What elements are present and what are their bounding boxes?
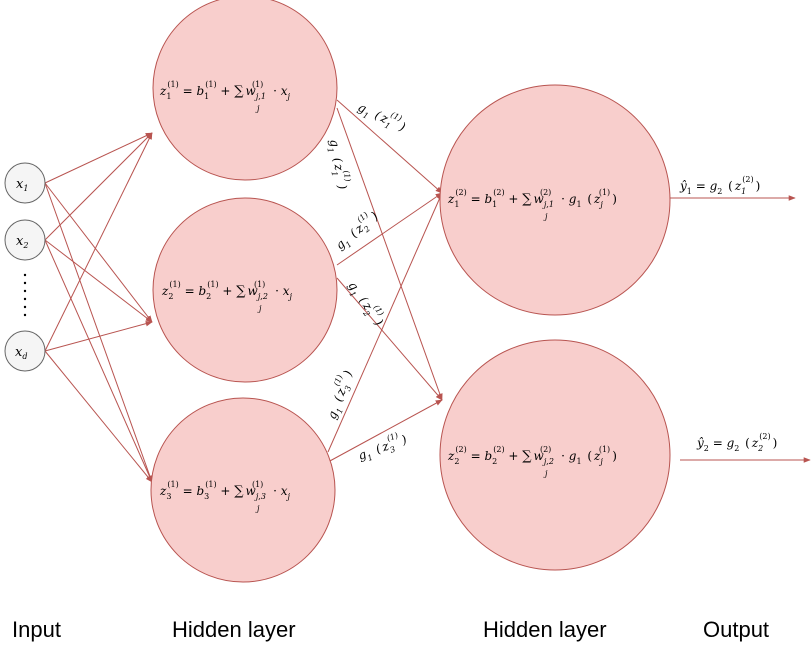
- edge-hidden1-hidden2: [336, 99, 443, 194]
- input-node-d[interactable]: [4, 330, 46, 372]
- edge-input-hidden1: [44, 182, 153, 323]
- edges: [44, 99, 811, 483]
- caption-output: Output: [703, 617, 769, 642]
- edge-input-hidden1: [44, 132, 153, 184]
- sum-index-j: j: [543, 469, 548, 478]
- sum-index-j: j: [255, 504, 260, 513]
- hidden1-node-1[interactable]: [152, 0, 338, 181]
- hidden2-equations: z1(2) = b1(2) + ∑wj,1(2) · g1 (zj(1)) j z2…: [447, 188, 617, 478]
- input-node-1[interactable]: [4, 162, 46, 204]
- edge-label-g1z2-a: g1 (z2(1)): [330, 206, 383, 255]
- hidden1-equation-1: z1(1) = b1(1) + ∑wj,1(1) · xj: [159, 80, 291, 101]
- ellipsis-dots: [23, 273, 27, 317]
- sum-index-j: j: [255, 104, 260, 113]
- sum-index-j: j: [543, 212, 548, 221]
- edge-input-hidden1: [44, 182, 153, 483]
- hidden1-equation-3: z3(1) = b3(1) + ∑wj,3(1) · xj: [159, 480, 291, 501]
- caption-hidden-2: Hidden layer: [483, 617, 607, 642]
- hidden1-equation-2: z2(1) = b2(1) + ∑wj,2(1) · xj: [161, 280, 293, 301]
- caption-hidden-1: Hidden layer: [172, 617, 296, 642]
- hidden-layer-2: [439, 84, 671, 571]
- hidden2-equation-2: z2(2) = b2(2) + ∑wj,2(2) · g1 (zj(1)): [447, 445, 617, 466]
- edge-labels: g1 (z1(1))g1 (z1(1)) g1 (z2(1)) g1 (z2(1))…: [321, 96, 410, 465]
- input-label-d: xd: [15, 345, 27, 361]
- edge-label-g1z2-b: g1 (z2(1)): [343, 276, 389, 330]
- edge-label-g1z1-b: g1 (z1(1)): [324, 137, 354, 191]
- edge-input-hidden1: [44, 239, 153, 323]
- edge-hidden1-hidden2: [327, 399, 443, 463]
- input-layer: x1 x2 xd: [4, 162, 46, 372]
- edge-input-hidden1: [44, 350, 153, 483]
- input-label-1: x1: [16, 177, 28, 193]
- hidden1-equations: z1(1) = b1(1) + ∑wj,1(1) · xj j z2(1) = b2…: [159, 80, 293, 513]
- input-label-2: x2: [16, 234, 28, 250]
- edge-label-g1z3-a: g1 (z3(1)): [321, 367, 358, 422]
- hidden2-equation-1: z1(2) = b1(2) + ∑wj,1(2) · g1 (zj(1)): [447, 188, 617, 209]
- edge-label-g1z1-a: g1 (z1(1)): [354, 96, 409, 137]
- output-label-1: ŷ1 = g2 (z1(2)): [679, 175, 760, 196]
- edge-hidden1-hidden2: [336, 192, 443, 266]
- edge-hidden1-hidden2: [336, 277, 443, 401]
- output-label-2: ŷ2 = g2 (z2(2)): [696, 432, 777, 453]
- edge-hidden1-hidden2: [336, 107, 443, 401]
- hidden1-node-2[interactable]: [152, 197, 338, 383]
- sum-index-j: j: [257, 304, 262, 313]
- caption-input: Input: [12, 617, 61, 642]
- edge-input-hidden1: [44, 132, 153, 352]
- hidden2-node-1[interactable]: [439, 84, 671, 316]
- hidden1-node-3[interactable]: [150, 397, 336, 583]
- hidden2-node-2[interactable]: [439, 339, 671, 571]
- input-node-2[interactable]: [4, 219, 46, 261]
- hidden-layer-1: [150, 0, 338, 583]
- edge-input-hidden1: [44, 320, 153, 352]
- edge-hidden1-hidden2: [327, 192, 443, 453]
- output-labels: ŷ1 = g2 (z1(2)) ŷ2 = g2 (z2(2)): [679, 175, 777, 453]
- edge-input-hidden1: [44, 239, 153, 483]
- edge-input-hidden1: [44, 132, 153, 241]
- edge-label-g1z3-b: g1 (z3(1)): [355, 428, 410, 465]
